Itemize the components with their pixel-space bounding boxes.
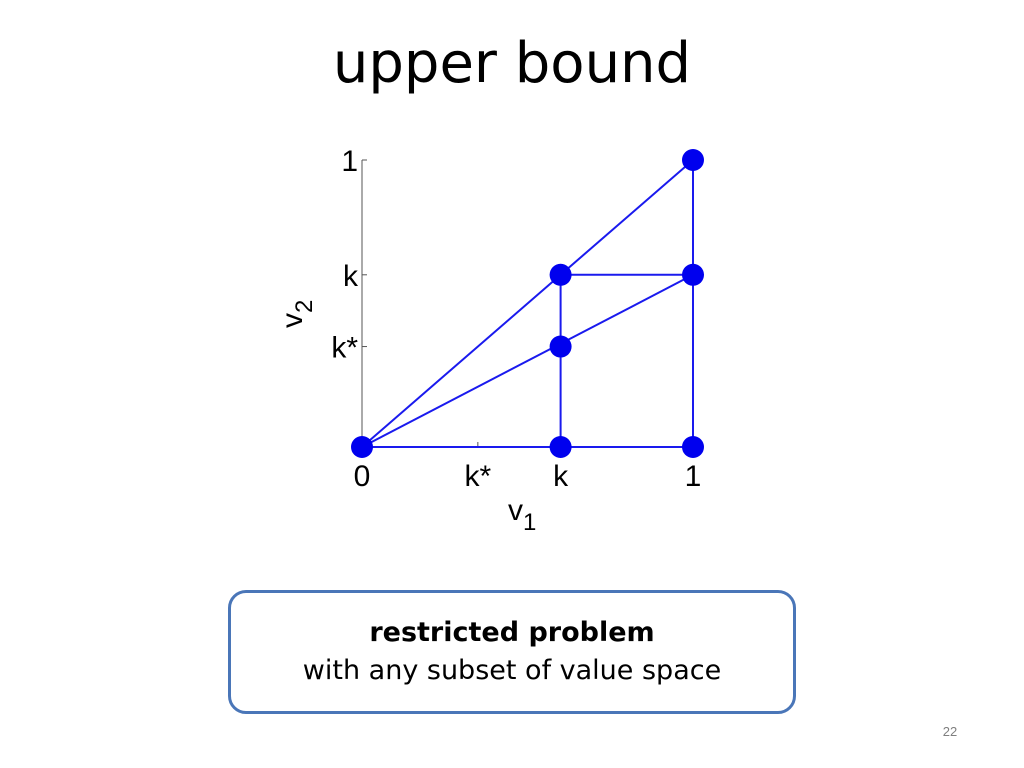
callout-body: with any subset of value space bbox=[302, 655, 722, 686]
slide-title: upper bound bbox=[332, 31, 692, 96]
page-number: 22 bbox=[942, 724, 958, 739]
y-tick-label: k bbox=[343, 260, 359, 293]
node-origin bbox=[351, 436, 373, 458]
node-kk bbox=[549, 263, 572, 286]
edges bbox=[361, 159, 694, 448]
node-oneone bbox=[682, 149, 704, 171]
x-tick-label: k* bbox=[465, 460, 492, 493]
callout-box: restricted problem with any subset of va… bbox=[228, 590, 796, 714]
node-one0 bbox=[682, 436, 704, 458]
value-space-diagram: 0 k* k 1 k* k 1 v1 v2 bbox=[276, 145, 704, 536]
x-tick-label: 1 bbox=[685, 460, 702, 493]
y-axis-label: v2 bbox=[276, 300, 318, 328]
y-tick-label: k* bbox=[331, 332, 358, 365]
x-tick-label: 0 bbox=[354, 460, 371, 493]
axes: 0 k* k 1 k* k 1 bbox=[331, 145, 701, 493]
x-axis-label: v1 bbox=[508, 494, 536, 536]
node-kkstar bbox=[549, 335, 572, 358]
callout-title: restricted problem bbox=[369, 617, 655, 648]
node-onek bbox=[682, 263, 704, 286]
y-tick-label: 1 bbox=[341, 145, 358, 178]
x-tick-label: k bbox=[553, 460, 569, 493]
edge-origin-onek bbox=[361, 273, 694, 448]
nodes bbox=[351, 149, 704, 458]
edge-origin-oneone bbox=[361, 159, 694, 448]
axis-labels: v1 v2 bbox=[276, 300, 536, 536]
node-k0 bbox=[549, 436, 572, 458]
